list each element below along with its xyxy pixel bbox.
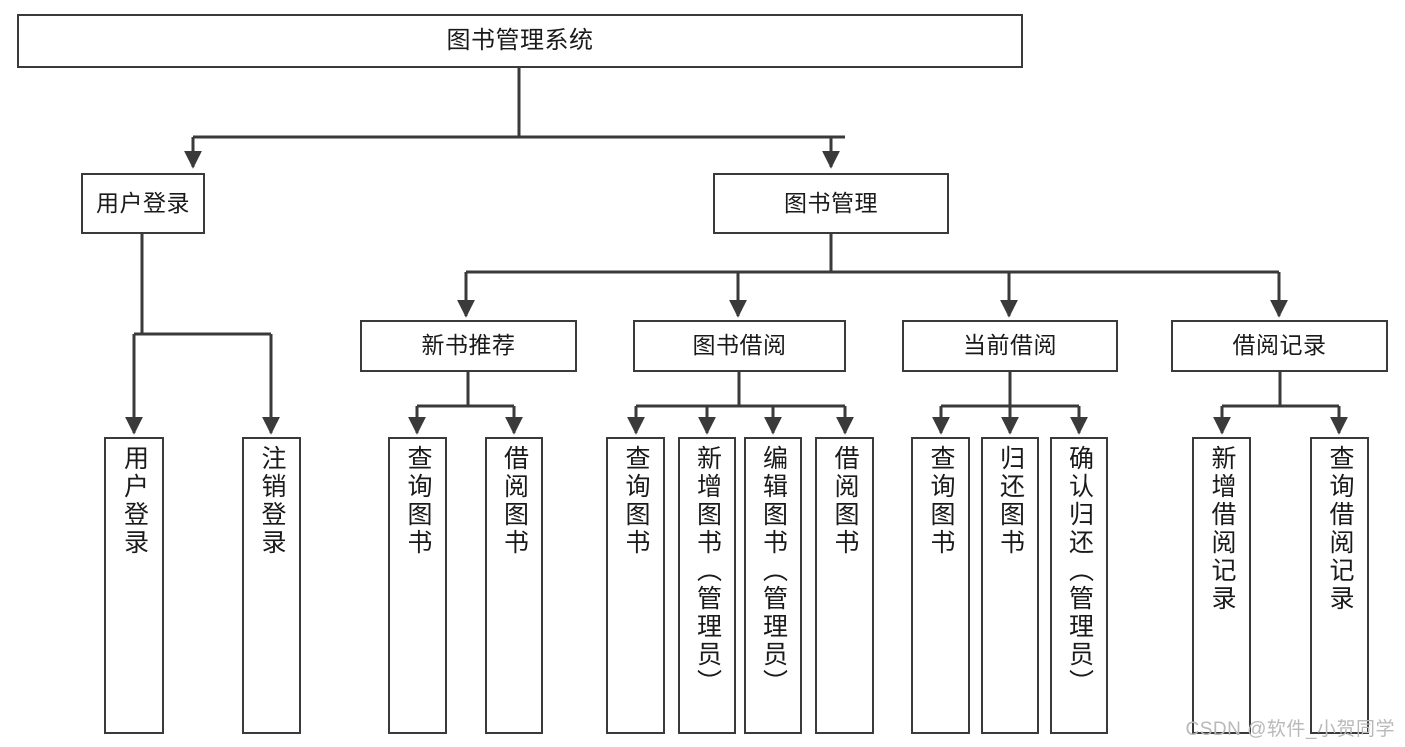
- node-leaf-return-book[interactable]: 归还图书: [981, 437, 1039, 734]
- node-user-login[interactable]: 用户登录: [81, 173, 205, 234]
- node-leaf-borrow-book-b[interactable]: 借阅图书: [815, 437, 874, 734]
- node-leaf-query-record[interactable]: 查询借阅记录: [1310, 437, 1369, 734]
- node-leaf-query-book-a-label: 查询图书: [404, 445, 432, 557]
- node-leaf-logout[interactable]: 注销登录: [242, 437, 301, 734]
- node-book-manage-label: 图书管理: [784, 189, 878, 216]
- node-leaf-query-book-c-label: 查询图书: [927, 445, 955, 557]
- node-new-book-recommend-label: 新书推荐: [421, 332, 516, 359]
- node-new-book-recommend[interactable]: 新书推荐: [360, 320, 577, 372]
- node-leaf-query-book-b[interactable]: 查询图书: [606, 437, 665, 734]
- node-leaf-query-record-label: 查询借阅记录: [1326, 445, 1354, 613]
- node-leaf-add-record[interactable]: 新增借阅记录: [1192, 437, 1251, 734]
- node-root-label: 图书管理系统: [446, 26, 594, 54]
- node-book-manage[interactable]: 图书管理: [713, 173, 949, 234]
- watermark: CSDN @软件_小贺同学: [1185, 719, 1395, 740]
- node-root[interactable]: 图书管理系统: [17, 14, 1023, 68]
- node-leaf-borrow-book-a[interactable]: 借阅图书: [485, 437, 543, 734]
- node-leaf-confirm-return-label: 确认归还（管理员）: [1065, 445, 1094, 697]
- node-leaf-borrow-book-a-label: 借阅图书: [500, 445, 529, 557]
- node-leaf-return-book-label: 归还图书: [996, 445, 1025, 557]
- node-leaf-add-record-label: 新增借阅记录: [1208, 445, 1236, 613]
- node-borrow-record[interactable]: 借阅记录: [1171, 320, 1388, 372]
- node-user-login-label: 用户登录: [96, 189, 190, 216]
- node-leaf-user-login[interactable]: 用户登录: [104, 437, 164, 734]
- node-leaf-query-book-c[interactable]: 查询图书: [911, 437, 970, 734]
- node-leaf-logout-label: 注销登录: [258, 445, 286, 557]
- node-leaf-confirm-return[interactable]: 确认归还（管理员）: [1050, 437, 1108, 734]
- node-leaf-add-book[interactable]: 新增图书（管理员）: [678, 437, 736, 734]
- node-leaf-edit-book-label: 编辑图书（管理员）: [759, 445, 788, 697]
- node-current-borrow-label: 当前借阅: [963, 332, 1057, 359]
- node-book-borrow-label: 图书借阅: [692, 332, 787, 359]
- node-leaf-edit-book[interactable]: 编辑图书（管理员）: [744, 437, 802, 734]
- node-book-borrow[interactable]: 图书借阅: [633, 320, 846, 372]
- node-leaf-add-book-label: 新增图书（管理员）: [693, 445, 722, 697]
- node-current-borrow[interactable]: 当前借阅: [902, 320, 1118, 372]
- node-leaf-borrow-book-b-label: 借阅图书: [831, 445, 859, 557]
- node-borrow-record-label: 借阅记录: [1232, 332, 1327, 359]
- node-leaf-user-login-label: 用户登录: [120, 445, 149, 557]
- node-leaf-query-book-b-label: 查询图书: [622, 445, 650, 557]
- node-leaf-query-book-a[interactable]: 查询图书: [388, 437, 447, 734]
